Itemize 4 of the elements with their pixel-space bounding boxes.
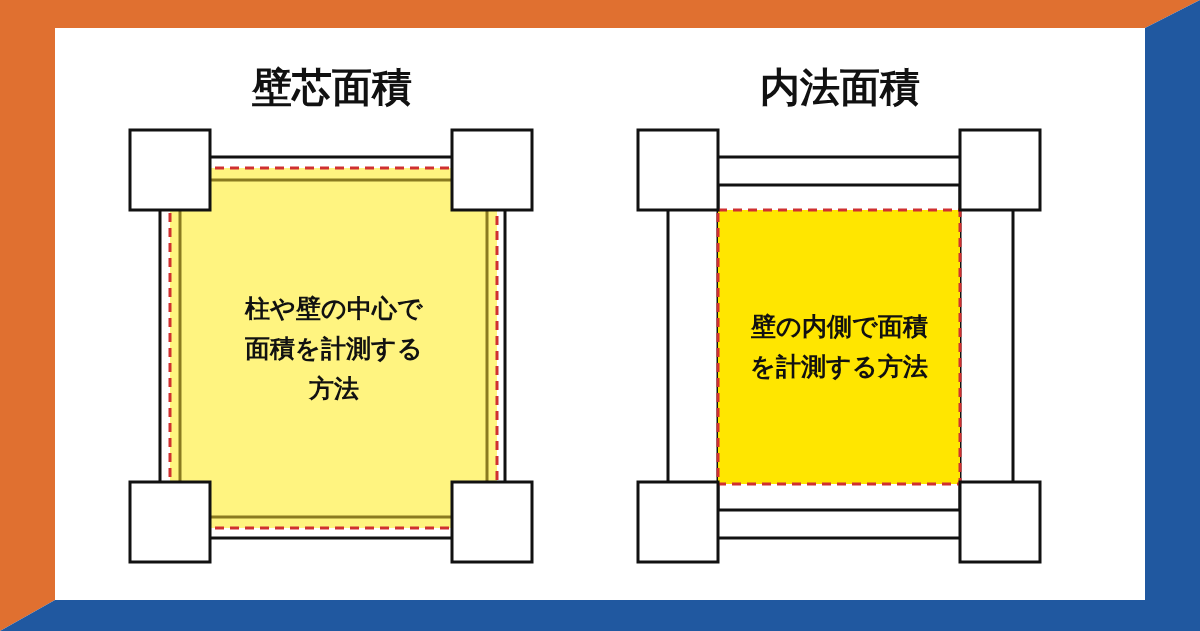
area-description: 壁の内側で面積を計測する方法 — [749, 311, 929, 383]
plan-title: 壁芯面積 — [251, 63, 413, 112]
plan-title: 内法面積 — [759, 63, 921, 112]
area-description: 柱や壁の中心で面積を計測する方法 — [243, 292, 424, 405]
